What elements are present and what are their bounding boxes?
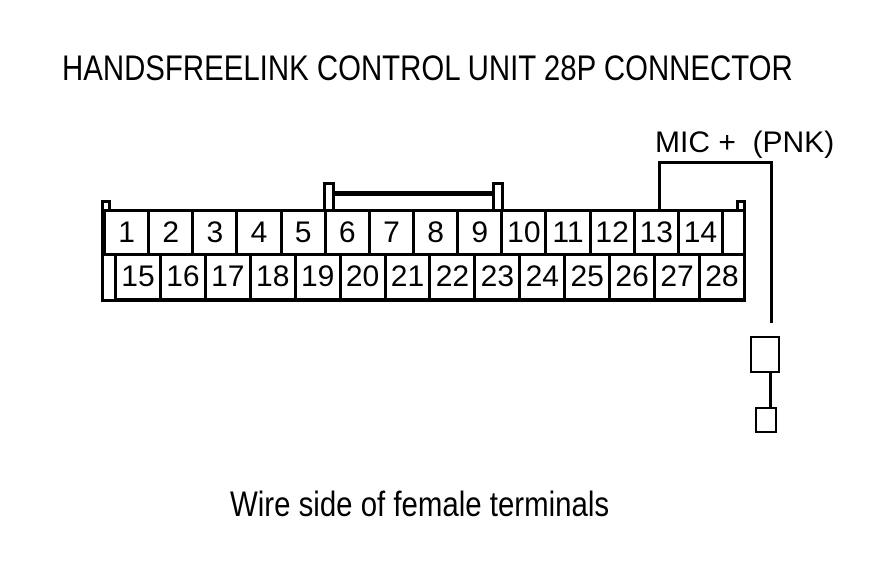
pin-cell-4: 4 bbox=[235, 209, 283, 256]
pin-number: 4 bbox=[250, 215, 268, 249]
pin-number: 3 bbox=[206, 215, 224, 249]
pin-cell-1: 1 bbox=[103, 209, 151, 256]
pin-number: 25 bbox=[570, 260, 604, 293]
diagram-caption: Wire side of female terminals bbox=[230, 485, 610, 524]
pin-cell-27: 27 bbox=[653, 253, 701, 301]
pin-cell-12: 12 bbox=[588, 209, 636, 256]
housing-corner-notch-left bbox=[101, 200, 111, 209]
pin-number: 12 bbox=[595, 215, 629, 249]
pin-cell-23: 23 bbox=[473, 253, 522, 301]
pin-cell-7: 7 bbox=[367, 209, 415, 256]
pin-number: 22 bbox=[435, 260, 470, 293]
pin-cell-8: 8 bbox=[411, 209, 460, 256]
pin-cell-17: 17 bbox=[203, 253, 252, 301]
connector-latch-bar bbox=[335, 191, 492, 196]
pin-number: 23 bbox=[480, 260, 515, 293]
wire-segment-terminal-link bbox=[769, 373, 772, 407]
pin-number: 13 bbox=[639, 215, 673, 249]
pin-number: 17 bbox=[211, 260, 245, 293]
pin-cell-9: 9 bbox=[456, 209, 504, 256]
pin-number: 19 bbox=[300, 260, 335, 293]
pin-number: 7 bbox=[383, 215, 400, 249]
pin-number: 1 bbox=[118, 215, 135, 249]
pin-cell-18: 18 bbox=[248, 253, 297, 301]
wire-segment-horizontal bbox=[658, 161, 773, 164]
pin-cell-15: 15 bbox=[114, 253, 162, 301]
pin-cell-19: 19 bbox=[293, 253, 342, 301]
pin-number: 6 bbox=[338, 215, 356, 249]
pin-cell-11: 11 bbox=[544, 209, 592, 256]
connector-latch-tab-left bbox=[323, 182, 335, 209]
pin-cell-20: 20 bbox=[338, 253, 387, 301]
wire-segment-down bbox=[770, 161, 773, 323]
pin-cell-5: 5 bbox=[279, 209, 327, 256]
terminal-symbol-large bbox=[750, 336, 780, 373]
pin-number: 9 bbox=[471, 215, 489, 249]
pin-cell-3: 3 bbox=[191, 209, 239, 256]
pin-cell-26: 26 bbox=[608, 253, 657, 301]
pin-number: 21 bbox=[390, 260, 425, 293]
pin-cell-13: 13 bbox=[632, 209, 680, 256]
pin-cell-14: 14 bbox=[676, 209, 724, 256]
pin-number: 26 bbox=[615, 260, 649, 293]
housing-corner-notch-right bbox=[736, 200, 746, 209]
connector-latch-tab-right bbox=[492, 182, 504, 209]
pin-cell-24: 24 bbox=[518, 253, 567, 301]
pin-cell-21: 21 bbox=[383, 253, 432, 301]
pin-number: 5 bbox=[294, 215, 312, 249]
pin-cell-28: 28 bbox=[697, 253, 746, 301]
pin-number: 11 bbox=[552, 215, 584, 249]
pin-number: 2 bbox=[162, 215, 180, 249]
pin-number: 28 bbox=[705, 260, 739, 293]
pin-number: 18 bbox=[256, 260, 290, 293]
pin-number: 14 bbox=[683, 215, 718, 249]
pin-number: 24 bbox=[525, 260, 559, 293]
pin-number: 10 bbox=[507, 215, 541, 249]
pin-cell-25: 25 bbox=[563, 253, 612, 301]
pin-number: 8 bbox=[427, 215, 444, 249]
pin-cell-10: 10 bbox=[500, 209, 548, 256]
terminal-symbol-small bbox=[755, 407, 777, 433]
pin-cell-22: 22 bbox=[428, 253, 477, 301]
wire-segment-up-from-pin13 bbox=[658, 162, 661, 211]
pin-cell-2: 2 bbox=[147, 209, 195, 256]
diagram-title: HANDSFREELINK CONTROL UNIT 28P CONNECTOR bbox=[62, 49, 793, 88]
wire-signal-label: MIC + (PNK) bbox=[655, 126, 835, 159]
pin-number: 20 bbox=[345, 260, 380, 293]
pin-row-bottom: 15 16 17 18 19 20 21 22 23 24 25 26 27 28 bbox=[114, 253, 746, 301]
pin-number: 16 bbox=[166, 260, 200, 293]
pin-number: 15 bbox=[121, 260, 155, 293]
pin-cell-16: 16 bbox=[158, 253, 207, 301]
pin-cell-6: 6 bbox=[323, 209, 371, 256]
pin-number: 27 bbox=[660, 260, 694, 293]
